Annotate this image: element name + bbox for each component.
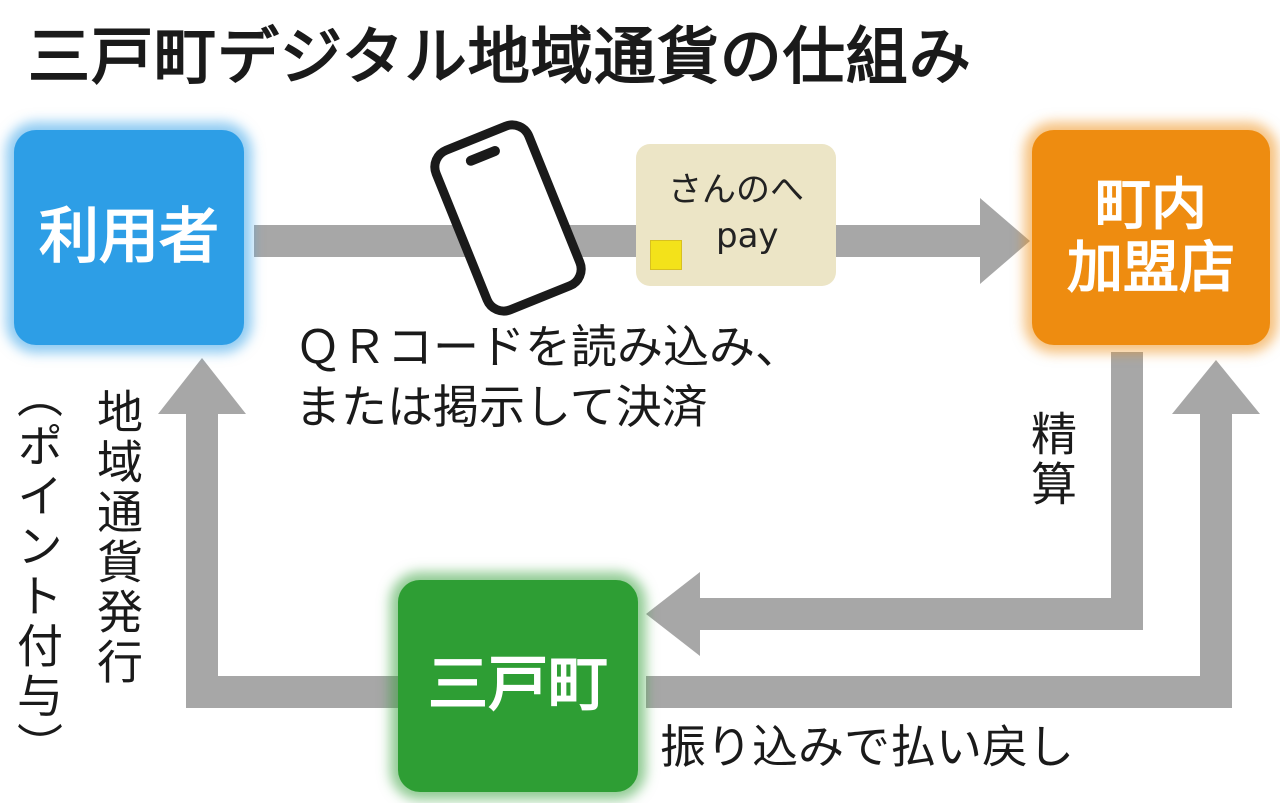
shop-node: 町内 加盟店 [1032, 130, 1270, 345]
qr-marker-icon [650, 240, 682, 270]
issuance-label: 地域通貨発行 [90, 388, 144, 688]
diagram-title: 三戸町デジタル地域通貨の仕組み [28, 20, 972, 93]
qr-payment-note: ＱＲコードを読み込み、 または掲示して決済 [295, 320, 801, 434]
shop-node-label: 町内 加盟店 [1067, 172, 1235, 301]
town-node: 三戸町 [398, 580, 638, 792]
pay-label-line1: さんのへ [668, 170, 804, 210]
settlement-label: 精算 [1024, 410, 1078, 510]
arrow-settlement [646, 352, 1143, 656]
smartphone-icon [430, 120, 586, 316]
sannohe-pay-label: さんのへ pay [636, 144, 836, 286]
points-label: （ポイント付与） [10, 372, 64, 772]
arrow-refund [646, 360, 1260, 708]
user-node: 利用者 [14, 130, 244, 345]
pay-label-line2: pay [716, 216, 779, 256]
refund-note: 振り込みで払い戻し [660, 720, 1074, 774]
arrow-payment [254, 198, 1030, 284]
arrow-issuance [158, 358, 398, 708]
